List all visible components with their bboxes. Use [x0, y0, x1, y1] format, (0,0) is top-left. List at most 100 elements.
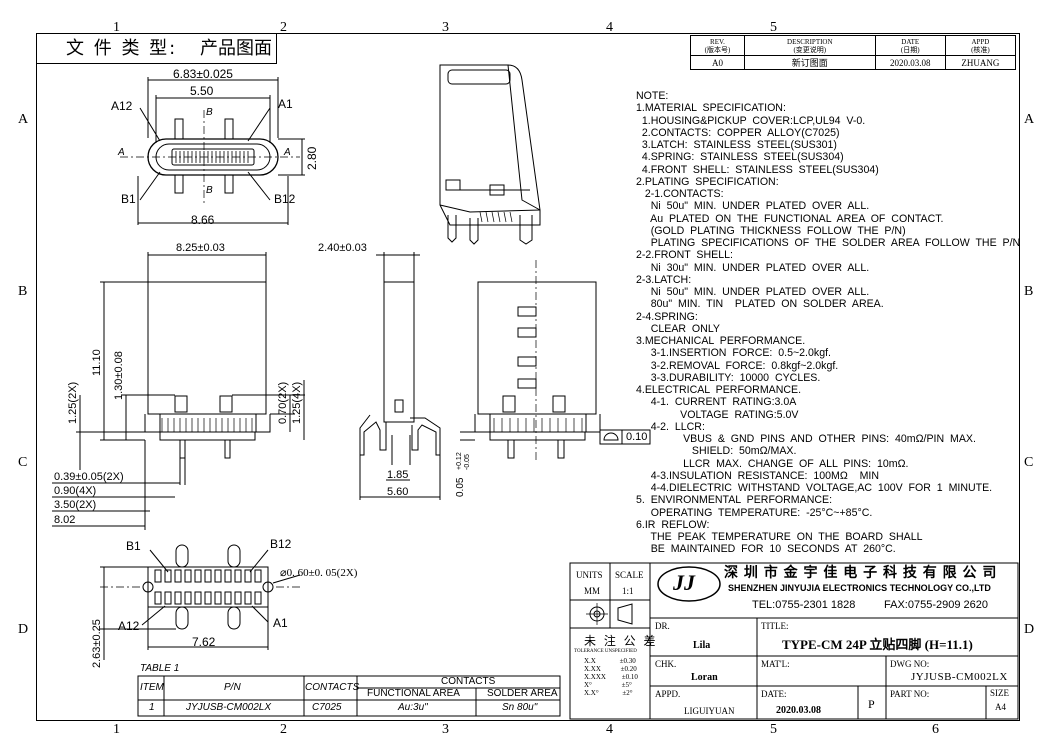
- section-b-top: B: [206, 107, 213, 118]
- zone-top-5: 5: [770, 20, 777, 35]
- note-line: 2.PLATING SPECIFICATION:: [636, 175, 779, 188]
- zone-left-d: D: [18, 622, 29, 637]
- note-line: 4-3.INSULATION RESISTANCE: 100MΩ MIN: [636, 469, 879, 482]
- zone-bottom-1: 1: [113, 722, 120, 737]
- footprint-label-a1: A1: [273, 616, 288, 630]
- dim-shell-width: 8.66: [191, 213, 215, 227]
- dim-standoff: 0.05: [455, 477, 466, 497]
- tolerance-list: X.X ±0.30 X.XX ±0.20 X.XXX ±0.10 X° ±5° …: [584, 657, 638, 697]
- zone-bottom-2: 2: [280, 722, 287, 737]
- label-a12-top: A12: [111, 99, 133, 113]
- date-label: DATE:: [761, 689, 787, 699]
- zone-top-2: 2: [280, 20, 287, 35]
- zone-bottom-5: 5: [770, 722, 777, 737]
- zone-right-b: B: [1024, 284, 1034, 299]
- chk-value: Loran: [691, 672, 718, 683]
- note-line: 2-3.LATCH:: [636, 273, 692, 286]
- footprint-label-a12: A12: [118, 619, 140, 633]
- table1-header-item: ITEM: [140, 682, 164, 693]
- isometric-view: [439, 64, 541, 245]
- zone-top-4: 4: [606, 20, 613, 35]
- zone-right-c: C: [1024, 455, 1034, 470]
- dim-pin-offset: 1.30±0.08: [113, 351, 125, 400]
- dim-leg-height-left: 1.25(2X): [67, 381, 79, 424]
- table1-header-solder: SOLDER AREA: [487, 688, 558, 699]
- table1-caption: TABLE 1: [140, 663, 180, 674]
- note-line: BE MAINTAINED FOR 10 SECONDS AT 260°C.: [636, 543, 896, 556]
- flatness-tolerance: 0.10: [626, 431, 648, 443]
- units-label: UNITS: [576, 570, 603, 580]
- zone-left-a: A: [18, 112, 29, 127]
- title-value: TYPE-CM 24P 立贴四脚 (H=11.1): [782, 637, 973, 652]
- note-line: 4.FRONT SHELL: STAINLESS STEEL(SUS304): [636, 163, 879, 176]
- table1-cell-item: 1: [149, 702, 155, 713]
- dim-leg-height-right: 1.25(4X): [291, 381, 303, 424]
- specification-notes: NOTE: 1.MATERIAL SPECIFICATION: 1.HOUSIN…: [636, 90, 1020, 556]
- note-line: NOTE:: [636, 90, 669, 102]
- note-line: 1.MATERIAL SPECIFICATION:: [636, 102, 786, 115]
- appd-value: LIGUIYUAN: [684, 706, 735, 716]
- dim-leg-offset-right: 0.70(2X): [277, 381, 289, 424]
- drawing-type-box: [36, 33, 277, 64]
- note-line: OPERATING TEMPERATURE: -25°C~+85°C.: [636, 506, 873, 519]
- side-profile-view: [359, 252, 441, 500]
- dwg-value: JYJUSB-CM002LX: [911, 671, 1008, 683]
- table1-cell-contacts: C7025: [312, 702, 342, 713]
- scale-value: 1:1: [622, 586, 634, 596]
- revision-table: REV.(版本号) DESCRIPTION(变更说明) DATE(日期) APP…: [690, 35, 1017, 70]
- table1-header-pn: P/N: [224, 682, 241, 693]
- right-elevation: [460, 260, 651, 460]
- company-tel: TEL:0755-2301 1828: [752, 599, 856, 611]
- note-line: 2-1.CONTACTS:: [636, 188, 724, 200]
- note-line: 4.SPRING: STAINLESS STEEL(SUS304): [636, 151, 844, 164]
- dim-leg-pitch: 7.62: [192, 635, 216, 649]
- chk-label: CHK.: [655, 659, 677, 669]
- note-line: 4-1. CURRENT RATING:3.0A: [636, 396, 797, 409]
- units-value: MM: [584, 586, 601, 596]
- note-line: 2-2.FRONT SHELL:: [636, 249, 733, 262]
- note-line: VBUS & GND PINS AND OTHER PINS: 40mΩ/PIN…: [636, 433, 976, 445]
- dr-label: DR.: [655, 621, 670, 631]
- note-line: 80u" MIN. TIN PLATED ON SOLDER AREA.: [636, 298, 884, 311]
- dim-leg-spread: 5.60: [387, 486, 409, 498]
- note-line: 3.MECHANICAL PERFORMANCE.: [636, 335, 806, 347]
- scale-label: SCALE: [615, 570, 644, 580]
- tolerance-title: 未 注 公 差: [584, 634, 658, 648]
- date-value: 2020.03.08: [776, 705, 821, 716]
- note-line: CLEAR ONLY: [636, 322, 720, 335]
- zone-top-3: 3: [442, 20, 449, 35]
- note-line: 3-3.DURABILITY: 10000 CYCLES.: [636, 371, 821, 384]
- part-label: PART NO:: [890, 689, 930, 699]
- drawing-type-value: 产品图面: [200, 38, 272, 59]
- dim-pin-width: 0.39±0.05(2X): [54, 471, 124, 483]
- title-label: TITLE:: [761, 621, 789, 631]
- note-line: THE PEAK TEMPERATURE ON THE BOARD SHALL: [636, 531, 923, 543]
- note-line: 3.LATCH: STAINLESS STEEL(SUS301): [636, 139, 837, 151]
- note-line: 4-2. LLCR:: [636, 420, 705, 433]
- page-label: P: [868, 697, 875, 711]
- footprint-label-b1: B1: [126, 539, 141, 553]
- section-a-right: A: [284, 147, 291, 158]
- label-b12: B12: [274, 192, 296, 206]
- note-line: (GOLD PLATING THICKNESS FOLLOW THE P/N): [636, 224, 906, 237]
- table1-header-functional: FUNCTIONAL AREA: [367, 688, 460, 699]
- note-line: 3-1.INSERTION FORCE: 0.5~2.0kgf.: [636, 347, 831, 360]
- dwg-label: DWG NO:: [890, 659, 930, 669]
- note-line: 4-4.DIELECTRIC WITHSTAND VOLTAGE,AC 100V…: [636, 482, 993, 494]
- label-b1: B1: [121, 192, 136, 206]
- table1-contacts-header: CONTACTS: [441, 676, 496, 687]
- drawing-frame: [36, 33, 1020, 721]
- front-view: [120, 77, 305, 225]
- pcb-footprint: [100, 544, 301, 660]
- tolerance-sub: TOLERANCE UNSPECIFIED: [574, 649, 637, 654]
- company-name-en: SHENZHEN JINYUJIA ELECTRONICS TECHNOLOGY…: [728, 583, 991, 593]
- note-line: 6.IR REFLOW:: [636, 518, 710, 531]
- note-line: LLCR MAX. CHANGE OF ALL PINS: 10mΩ.: [636, 457, 909, 470]
- note-line: 4.ELECTRICAL PERFORMANCE.: [636, 384, 802, 396]
- section-b-bottom: B: [206, 185, 213, 196]
- dim-profile-thickness: 2.40±0.03: [318, 242, 367, 254]
- dim-footprint-depth: 2.63±0.25: [91, 619, 103, 668]
- dim-body-width: 8.25±0.03: [176, 242, 225, 254]
- left-elevation: [52, 252, 305, 530]
